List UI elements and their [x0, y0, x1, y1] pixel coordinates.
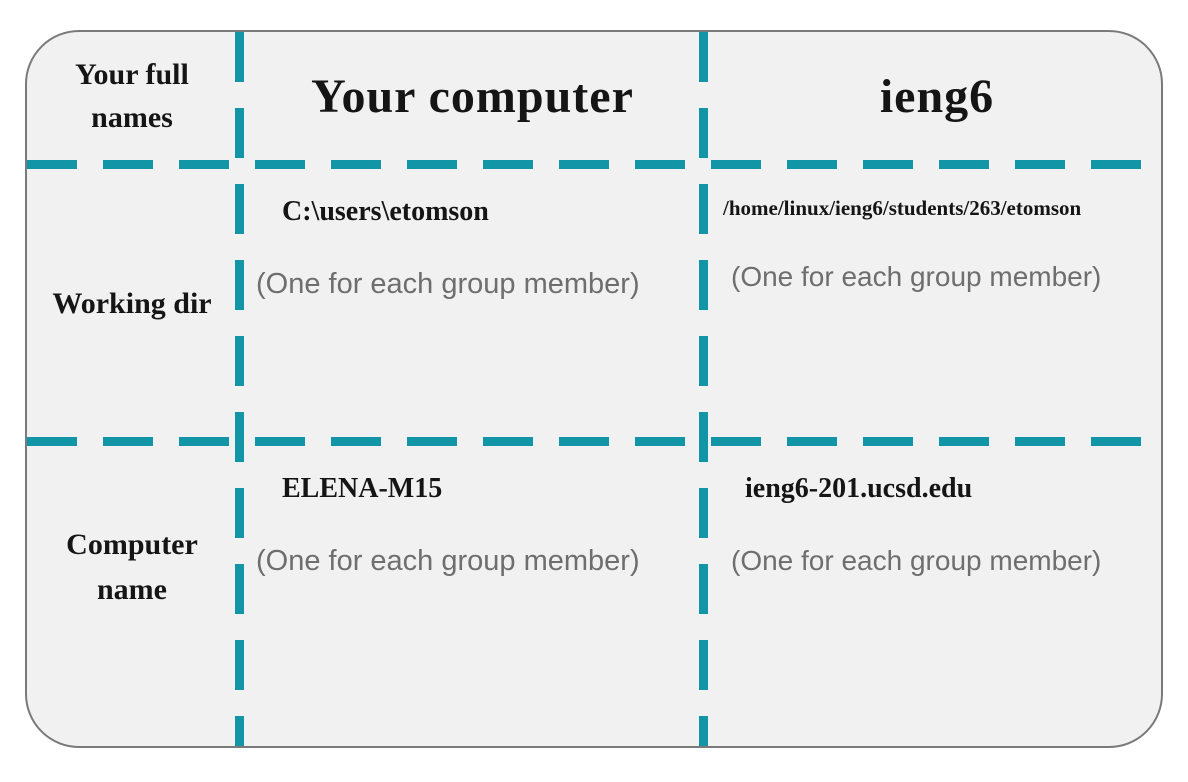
- corner-header-cell: Your full names: [27, 32, 237, 160]
- cell-computer-name-ieng6: ieng6-201.ucsd.edu (One for each group m…: [709, 447, 1161, 746]
- column-header-your-computer-label: Your computer: [311, 69, 634, 123]
- row-label-computer-name: Computer name: [27, 447, 237, 687]
- corner-header-label: Your full names: [75, 57, 189, 135]
- row-label-working-dir: Working dir: [27, 170, 237, 437]
- row-divider-2: [27, 437, 1161, 446]
- cell-working-dir-ieng6: /home/linux/ieng6/students/263/etomson (…: [709, 170, 1161, 437]
- working-dir-ieng6-value: /home/linux/ieng6/students/263/etomson: [723, 196, 1082, 220]
- comparison-table-card: Your full names Your computer ieng6 Work…: [25, 30, 1163, 748]
- working-dir-your-computer-note: (One for each group member): [256, 268, 640, 300]
- computer-name-your-computer-note: (One for each group member): [256, 545, 640, 577]
- computer-name-ieng6-value: ieng6-201.ucsd.edu: [745, 473, 973, 504]
- cell-computer-name-your-computer: ELENA-M15 (One for each group member): [246, 447, 699, 746]
- column-divider-1: [235, 32, 244, 746]
- cell-working-dir-your-computer: C:\users\etomson (One for each group mem…: [246, 170, 699, 437]
- column-header-ieng6: ieng6: [709, 32, 1161, 160]
- row-label-working-dir-text: Working dir: [52, 287, 212, 320]
- computer-name-your-computer-value: ELENA-M15: [282, 473, 443, 504]
- column-header-ieng6-label: ieng6: [879, 69, 995, 123]
- computer-name-ieng6-note: (One for each group member): [731, 545, 1102, 576]
- column-divider-2: [699, 32, 708, 746]
- column-header-your-computer: Your computer: [246, 32, 699, 160]
- row-label-computer-name-text: Computer name: [66, 528, 198, 606]
- working-dir-ieng6-note: (One for each group member): [731, 261, 1102, 292]
- row-divider-1: [27, 160, 1161, 169]
- working-dir-your-computer-value: C:\users\etomson: [282, 196, 489, 227]
